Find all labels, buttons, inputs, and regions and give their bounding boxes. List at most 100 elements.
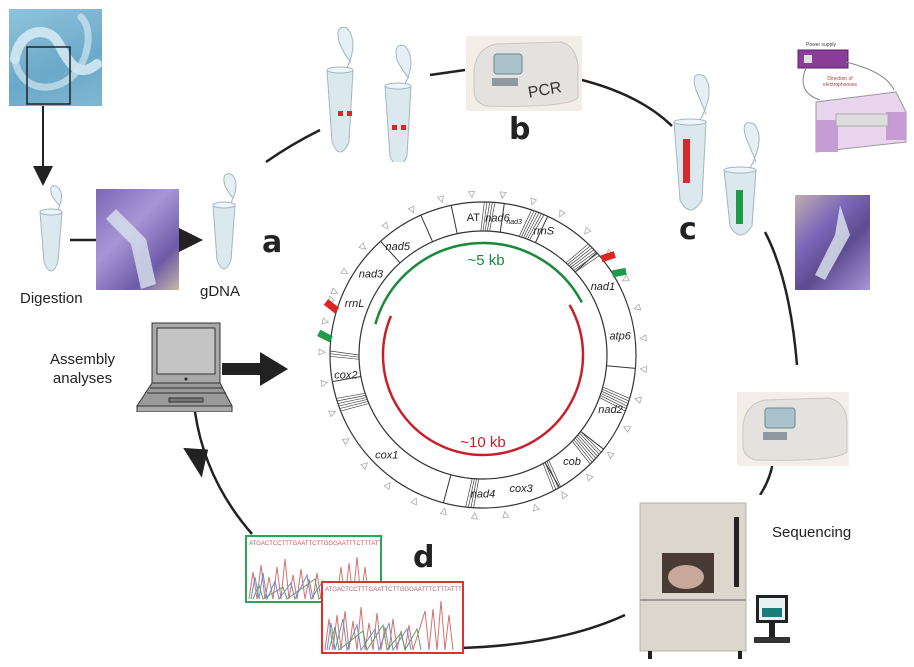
trna-hatch <box>576 436 597 459</box>
gene-boundary <box>534 216 549 243</box>
amplicon-arc-10kb <box>381 304 585 457</box>
trna-tick-icon <box>358 242 367 250</box>
trna-hatch <box>337 397 367 404</box>
gene-label-nad1: nad1 <box>591 281 615 293</box>
primer-flag-green-right <box>611 267 627 278</box>
amplicon-5kb-band <box>736 190 743 224</box>
gel-electrophoresis-apparatus: Power supply Direction of electrophoresi… <box>776 42 914 162</box>
primer-tube-2 <box>384 44 412 162</box>
amplicon-arc-5kb <box>374 241 583 325</box>
chromatogram-trace-icon: ATGACTCCTTTGAATTCTTGGGAATTTCTTTATTT <box>324 587 462 652</box>
caption-assembly: Assembly analyses <box>50 350 115 388</box>
gene-label-nad3: nad3 <box>506 219 522 226</box>
gene-label-cob: cob <box>563 456 581 468</box>
gene-boundary <box>606 365 636 369</box>
trna-hatch <box>548 460 561 487</box>
primer-flag-red-right <box>600 251 616 263</box>
gene-label-nad4: nad4 <box>471 489 495 501</box>
trna-hatch <box>484 202 491 232</box>
display-screen <box>493 53 523 75</box>
primer-marker <box>338 111 343 116</box>
trna-tick-icon <box>341 438 350 446</box>
cycle-arc-b-c <box>581 78 673 127</box>
trna-tick-icon <box>586 473 594 482</box>
trna-hatch <box>480 201 485 232</box>
cycle-arc-c-sequencer <box>763 231 799 366</box>
trna-hatch <box>523 211 537 238</box>
step-label-d: d <box>413 540 435 575</box>
cycle-arc-d-laptop <box>193 411 253 535</box>
trna-hatch <box>529 214 545 241</box>
trna-tick-icon <box>559 209 566 218</box>
trna-hatch <box>599 397 626 412</box>
primer-flag-red-left <box>323 299 340 314</box>
chromatogram-red: ATGACTCCTTTGAATTCTTGGGAATTTCTTTATTT <box>321 581 464 654</box>
trna-tick-icon <box>583 226 592 235</box>
trna-tick-icon <box>470 511 479 520</box>
thermocycler-icon <box>473 41 579 107</box>
trna-hatch <box>571 440 591 465</box>
caption-assembly-line2: analyses <box>52 370 113 387</box>
trna-hatch <box>473 478 480 508</box>
nematode-worm-icon <box>10 13 102 105</box>
trna-hatch <box>470 478 477 508</box>
gene-boundary <box>420 215 434 242</box>
primer-marker <box>347 111 352 116</box>
electrophoresis-icon <box>797 49 907 153</box>
trna-hatch <box>336 392 366 399</box>
trna-tick-icon <box>327 295 336 303</box>
gene-label-cox1: cox1 <box>375 450 398 462</box>
capillary-sequencer <box>628 495 793 665</box>
amplicon-label-10kb: ~10 kb <box>460 434 505 451</box>
gene-label-nad6: nad6 <box>485 212 510 224</box>
pcr-product-tubes <box>673 74 760 236</box>
gene-label-AT: AT <box>467 212 481 224</box>
cycle-arc-sequencer-d <box>459 613 626 650</box>
trna-tick-icon <box>502 510 510 519</box>
svg-text:ATGACTCCTTTGAATTCTTGGGAATTTCTT: ATGACTCCTTTGAATTCTTGGGAATTTCTTTATTT <box>325 587 462 593</box>
gel-extraction-photo <box>795 195 870 290</box>
trna-tick-icon <box>439 507 447 516</box>
trna-hatch <box>600 393 628 407</box>
trna-tick-icon <box>606 451 615 460</box>
trna-tick-icon <box>467 190 476 199</box>
trna-hatch <box>568 247 593 267</box>
spin-column-photo <box>96 189 179 290</box>
caption-sequencing: Sequencing <box>772 524 852 541</box>
spin-column-icon <box>106 209 156 289</box>
primer-marker <box>392 125 397 130</box>
trna-hatch <box>601 390 629 404</box>
gene-label-atp6: atp6 <box>609 331 631 343</box>
step-label-c: c <box>679 212 697 247</box>
trna-hatch <box>546 461 559 489</box>
gene-label-cox2: cox2 <box>334 369 357 381</box>
cycle-arc-tubes-pcr <box>429 68 466 77</box>
trna-tick-icon <box>360 462 369 470</box>
direction-label: Direction of electrophoresis <box>823 76 857 88</box>
trna-hatch <box>339 401 369 409</box>
trna-hatch <box>579 432 600 455</box>
primer-tube-1 <box>326 26 354 153</box>
trna-hatch <box>337 395 366 402</box>
cycle-arrowhead-up <box>183 447 209 478</box>
trna-hatch <box>338 399 368 407</box>
trna-hatch <box>577 434 598 457</box>
trna-tick-icon <box>328 410 337 418</box>
caption-assembly-line1: Assembly <box>50 351 116 368</box>
gene-label-nad2: nad2 <box>598 404 622 416</box>
trna-hatch <box>518 209 532 237</box>
trna-hatch <box>329 353 360 358</box>
cycle-sequencing-thermocycler <box>737 392 849 466</box>
trna-hatch <box>486 202 493 232</box>
laptop-icon <box>136 322 233 412</box>
gdna-tube-icon <box>212 173 237 270</box>
trna-hatch <box>580 431 602 453</box>
trna-hatch <box>482 202 488 232</box>
caption-digestion: Digestion <box>20 290 83 307</box>
gene-boundary <box>332 376 361 383</box>
trna-tick-icon <box>561 491 569 500</box>
trna-hatch <box>525 212 540 239</box>
primer-flag-green-left <box>317 329 333 343</box>
primer-tubes <box>326 26 412 162</box>
